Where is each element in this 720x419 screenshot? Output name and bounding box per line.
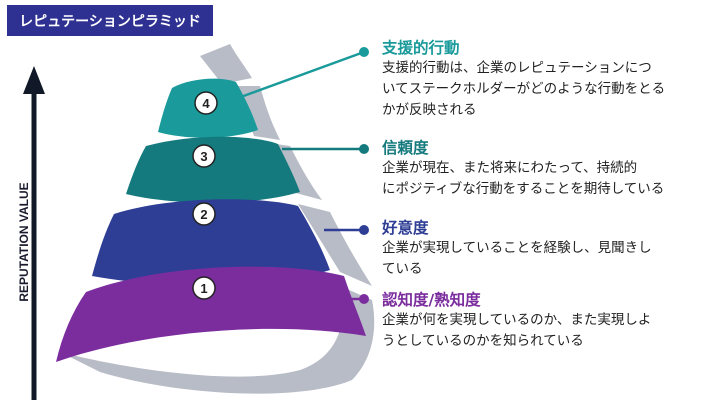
level-4-line-3: かが反映される [382, 102, 477, 118]
level-3-line-1: 企業が現在、また将来にわたって、持続的 [382, 160, 638, 176]
level-3-badge: 3 [192, 144, 216, 168]
level-4-line-1: 支援的行動は、企業のレピュテーションにつ [382, 60, 652, 76]
level-1-ribbon [56, 266, 366, 362]
level-2-ribbon [92, 199, 330, 286]
level-2-description: 好意度 企業が実現していることを経験し、見聞きし ている [382, 218, 712, 280]
level-2-line-1: 企業が実現していることを経験し、見聞きし [382, 240, 652, 256]
level-1-line-1: 企業が何を実現しているのか、また実現しよ [382, 312, 652, 328]
level-2-heading: 好意度 [382, 219, 429, 237]
axis-label: REPUTATION VALUE [17, 182, 31, 302]
level-3-ribbon [126, 136, 300, 203]
connector-level-3 [282, 144, 369, 154]
svg-text:2: 2 [200, 207, 207, 222]
svg-text:4: 4 [202, 96, 210, 111]
level-2-badge: 2 [192, 202, 216, 226]
level-4-line-2: いてステークホルダーがどのような行動をとる [382, 81, 666, 97]
level-1-heading: 認知度/熟知度 [382, 291, 481, 309]
connector-level-1 [350, 294, 369, 304]
level-2-line-2: ている [382, 261, 423, 277]
svg-text:1: 1 [200, 281, 207, 296]
svg-text:3: 3 [200, 149, 207, 164]
level-1-description: 認知度/熟知度 企業が何を実現しているのか、また実現しよ うとしているのかを知ら… [382, 290, 712, 352]
reputation-value-arrow [23, 66, 45, 400]
connector-level-2 [324, 225, 369, 235]
level-1-badge: 1 [192, 276, 216, 300]
level-1-line-2: うとしているのかを知られている [382, 333, 584, 349]
level-4-description: 支援的行動 支援的行動は、企業のレピュテーションにつ いてステークホルダーがどの… [382, 38, 712, 121]
level-3-heading: 信頼度 [382, 139, 429, 157]
level-4-heading: 支援的行動 [382, 39, 460, 57]
diagram-title: レピュテーションピラミッド [7, 5, 213, 36]
level-3-line-2: にポジティブな行動をすることを期待している [382, 181, 665, 197]
level-4-badge: 4 [194, 91, 218, 115]
connector-level-4 [237, 47, 369, 100]
level-3-description: 信頼度 企業が現在、また将来にわたって、持続的 にポジティブな行動をすることを期… [382, 138, 717, 200]
